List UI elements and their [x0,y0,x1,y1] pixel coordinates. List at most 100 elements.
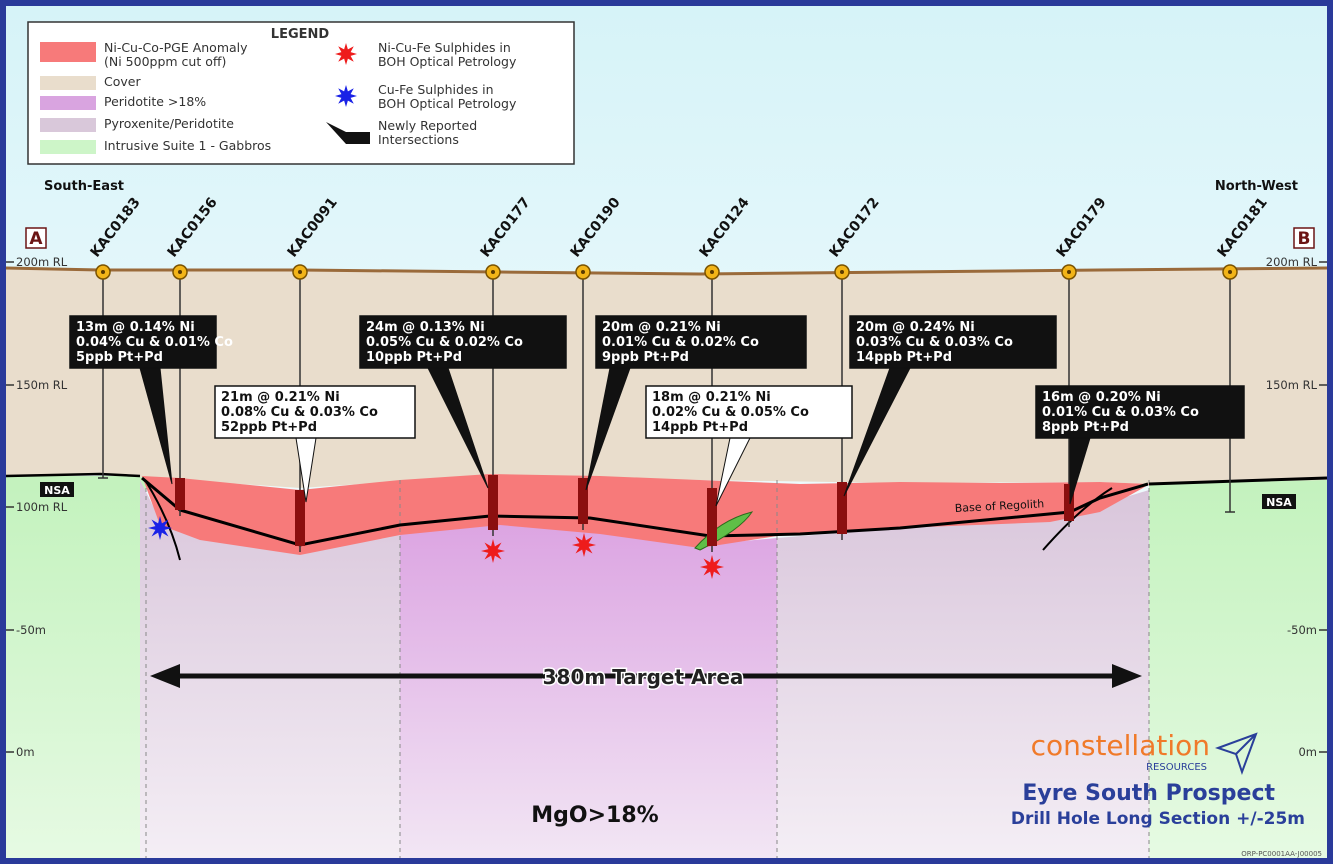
direction-label-right: North-West [1215,179,1298,194]
legend-symbol-label-2: BOH Optical Petrology [378,96,517,111]
section-marker-b: B [1298,229,1311,249]
legend-swatch [40,118,96,132]
red-star-icon [481,539,505,563]
rl-label: -50m [16,623,46,637]
intersection-interval [1064,484,1074,521]
red-star-icon [700,555,724,579]
legend-swatch [40,76,96,90]
rl-scale-right: 200m RL 150m RL -50m 0m [1266,255,1327,759]
callout-line: 20m @ 0.24% Ni [856,320,975,335]
company-sub: RESOURCES [1146,762,1207,773]
contact-line [1042,487,1113,551]
callout-box [645,385,853,439]
target-area-label: 380m Target Area [543,665,744,689]
callout-line: 18m @ 0.21% Ni [652,390,771,405]
nsa-badge-left [40,482,74,497]
callout-line: 0.01% Cu & 0.03% Co [1042,405,1199,420]
company-name: constellation [1031,729,1210,762]
legend-symbol-label: Ni-Cu-Fe Sulphides in [378,40,511,55]
callout-box [214,385,416,439]
callout-line: 21m @ 0.21% Ni [221,390,340,405]
legend-item: Cover [40,74,141,90]
callout-line: 0.08% Cu & 0.03% Co [221,405,378,420]
rl-label: -50m [1287,623,1317,637]
callout-line: 24m @ 0.13% Ni [366,320,485,335]
rl-label: 200m RL [1266,255,1318,269]
legend-title: LEGEND [271,27,330,42]
callout-box [1035,385,1245,439]
legend-item: Peridotite >18% [40,94,206,110]
legend-box: LEGEND Ni-Cu-Co-PGE Anomaly(Ni 500ppm cu… [27,21,575,165]
gabbro-unit-left [6,476,146,858]
nsa-surface-left [5,472,141,478]
prospect-title: Eyre South Prospect [1022,781,1275,806]
red-star-icon [335,43,357,65]
legend-symbol-label-2: BOH Optical Petrology [378,54,517,69]
rl-label: 200m RL [16,255,68,269]
legend-swatch [40,140,96,154]
callout-box [69,315,217,369]
blue-star-icon [148,516,172,540]
rl-label: 0m [1298,745,1317,759]
pyroxenite-unit-left [140,480,400,858]
company-logo: constellation RESOURCES [1031,729,1258,776]
legend-item-label: Peridotite >18% [104,94,206,109]
legend-item: Intrusive Suite 1 - Gabbros [40,138,271,154]
legend-symbol-label: Cu-Fe Sulphides in [378,82,494,97]
callout-line: 9ppb Pt+Pd [602,350,689,365]
base-of-regolith-line [141,476,1149,547]
section-marker-a-box [25,227,47,249]
rl-scale-left: 200m RL 150m RL 100m RL -50m 0m [6,255,68,759]
section-marker-b-box [1293,227,1315,249]
callout-line: 14ppb Pt+Pd [652,420,748,435]
legend-item-label: Intrusive Suite 1 - Gabbros [104,138,271,153]
contact-line [144,479,181,561]
red-star-icon [572,533,596,557]
rl-label: 100m RL [16,500,68,514]
legend-symbol-label: Newly Reported [378,118,477,133]
nsa-surface-right [1148,476,1328,486]
legend-item-label: Ni-Cu-Co-PGE Anomaly [104,40,248,55]
nsa-label-right: NSA [1266,496,1292,509]
intersection-interval [707,488,717,546]
nsa-label-left: NSA [44,484,70,497]
rl-label: 150m RL [16,378,68,392]
legend-item: Ni-Cu-Co-PGE Anomaly(Ni 500ppm cut off) [40,40,248,69]
base-of-regolith-label: Base of Regolith [954,497,1044,515]
reference-code: ORP-PC0001AA-J00005 [1241,850,1322,858]
callout-box [359,315,567,369]
callout-line: 0.04% Cu & 0.01% Co [76,335,233,350]
intersection-interval [295,490,305,546]
callout-box [595,315,807,369]
legend-item-label: Cover [104,74,141,89]
legend-item-label: Pyroxenite/Peridotite [104,116,234,131]
rl-label: 0m [16,745,35,759]
callout-line: 14ppb Pt+Pd [856,350,952,365]
callout-line: 16m @ 0.20% Ni [1042,390,1161,405]
callout-line: 8ppb Pt+Pd [1042,420,1129,435]
callout-line: 0.05% Cu & 0.02% Co [366,335,523,350]
intersection-interval [578,478,588,524]
intersection-interval [175,478,185,510]
nsa-badge-right [1262,494,1296,509]
rl-label: 150m RL [1266,378,1318,392]
ni-anomaly-zone [142,474,1150,555]
callout-box [849,315,1057,369]
direction-label-left: South-East [44,179,124,194]
section-marker-a: A [29,229,43,249]
legend-item: Pyroxenite/Peridotite [40,116,234,132]
sulphide-stars-layer [148,516,724,579]
callout-line: 20m @ 0.21% Ni [602,320,721,335]
mgo-label: MgO>18% [531,803,658,828]
